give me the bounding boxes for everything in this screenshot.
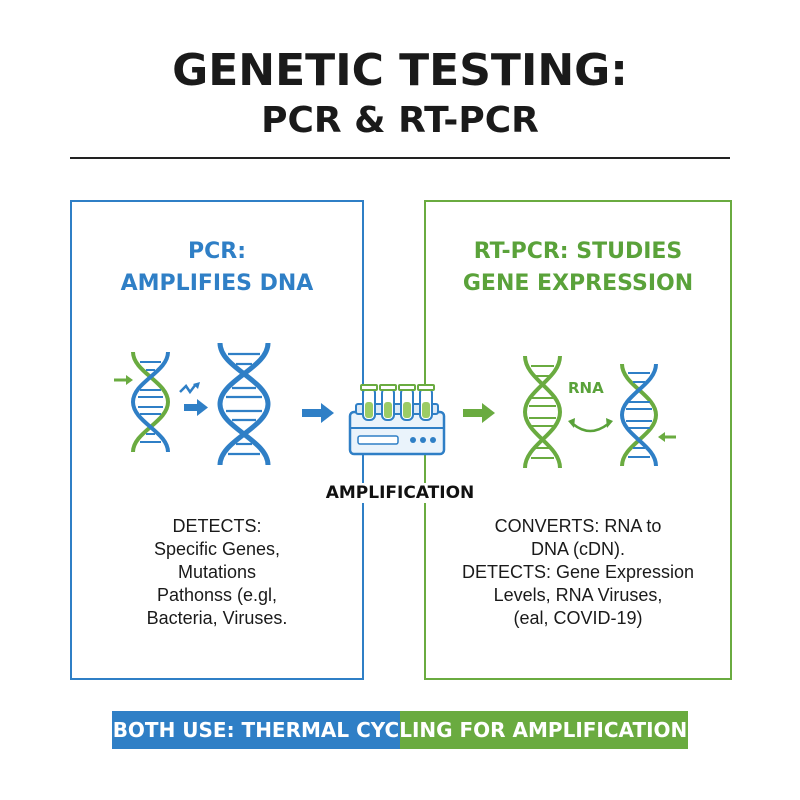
rtpcr-panel: RT-PCR: STUDIES GENE EXPRESSION CONVERTS… (424, 200, 732, 680)
pcr-description-line: Specific Genes, (153, 539, 281, 559)
rtpcr-heading: RT-PCR: STUDIES GENE EXPRESSION (426, 236, 730, 300)
rtpcr-description-line: (eal, COVID-19) (513, 608, 643, 628)
summary-banner: BOTH USE: THERMAL CYCLING FOR AMPLIFICAT… (112, 711, 688, 749)
thermal-cycler-icon (348, 384, 446, 456)
arrow-right-icon (114, 375, 133, 385)
arrow-right-icon (463, 403, 495, 423)
rtpcr-description-line: DNA (cDN). (531, 539, 625, 559)
pcr-heading: PCR: AMPLIFIES DNA (72, 236, 362, 300)
arrow-right-icon (302, 403, 334, 423)
rtpcr-description-line: DETECTS: Gene Expression (461, 562, 695, 582)
title-divider (70, 157, 730, 159)
pcr-description: DETECTS: Specific Genes, Mutations Patho… (72, 515, 362, 630)
pcr-heading-line1: PCR: (187, 239, 246, 264)
rtpcr-heading-line2: GENE EXPRESSION (462, 271, 694, 296)
dna-helix-icon (522, 355, 563, 469)
rna-label: RNA (568, 379, 604, 397)
rtpcr-description-line: CONVERTS: RNA to (494, 516, 662, 536)
pcr-panel: PCR: AMPLIFIES DNA DETECTS: Specific Gen… (70, 200, 364, 680)
page-subtitle: PCR & RT-PCR (261, 100, 539, 141)
pcr-description-line: Bacteria, Viruses. (146, 608, 288, 628)
dna-helix-icon (217, 342, 271, 466)
pcr-heading-line2: AMPLIFIES DNA (120, 271, 314, 296)
page-title: GENETIC TESTING: (172, 45, 628, 96)
pcr-description-line: Mutations (177, 562, 257, 582)
arrow-right-icon (184, 399, 208, 416)
amplification-label: AMPLIFICATION (300, 483, 500, 503)
arrow-left-icon (658, 432, 676, 442)
dna-helix-icon (619, 363, 659, 467)
rtpcr-heading-line1: RT-PCR: STUDIES (473, 239, 683, 264)
pcr-description-line: DETECTS: (172, 516, 262, 536)
dna-helix-icon (130, 351, 171, 453)
rtpcr-description-line: Levels, RNA Viruses, (493, 585, 663, 605)
pcr-description-line: Pathonss (e.gl, (156, 585, 278, 605)
rtpcr-description: CONVERTS: RNA to DNA (cDN). DETECTS: Gen… (426, 515, 730, 630)
curved-arrows-icon (568, 418, 613, 433)
cycle-icon (179, 382, 200, 395)
